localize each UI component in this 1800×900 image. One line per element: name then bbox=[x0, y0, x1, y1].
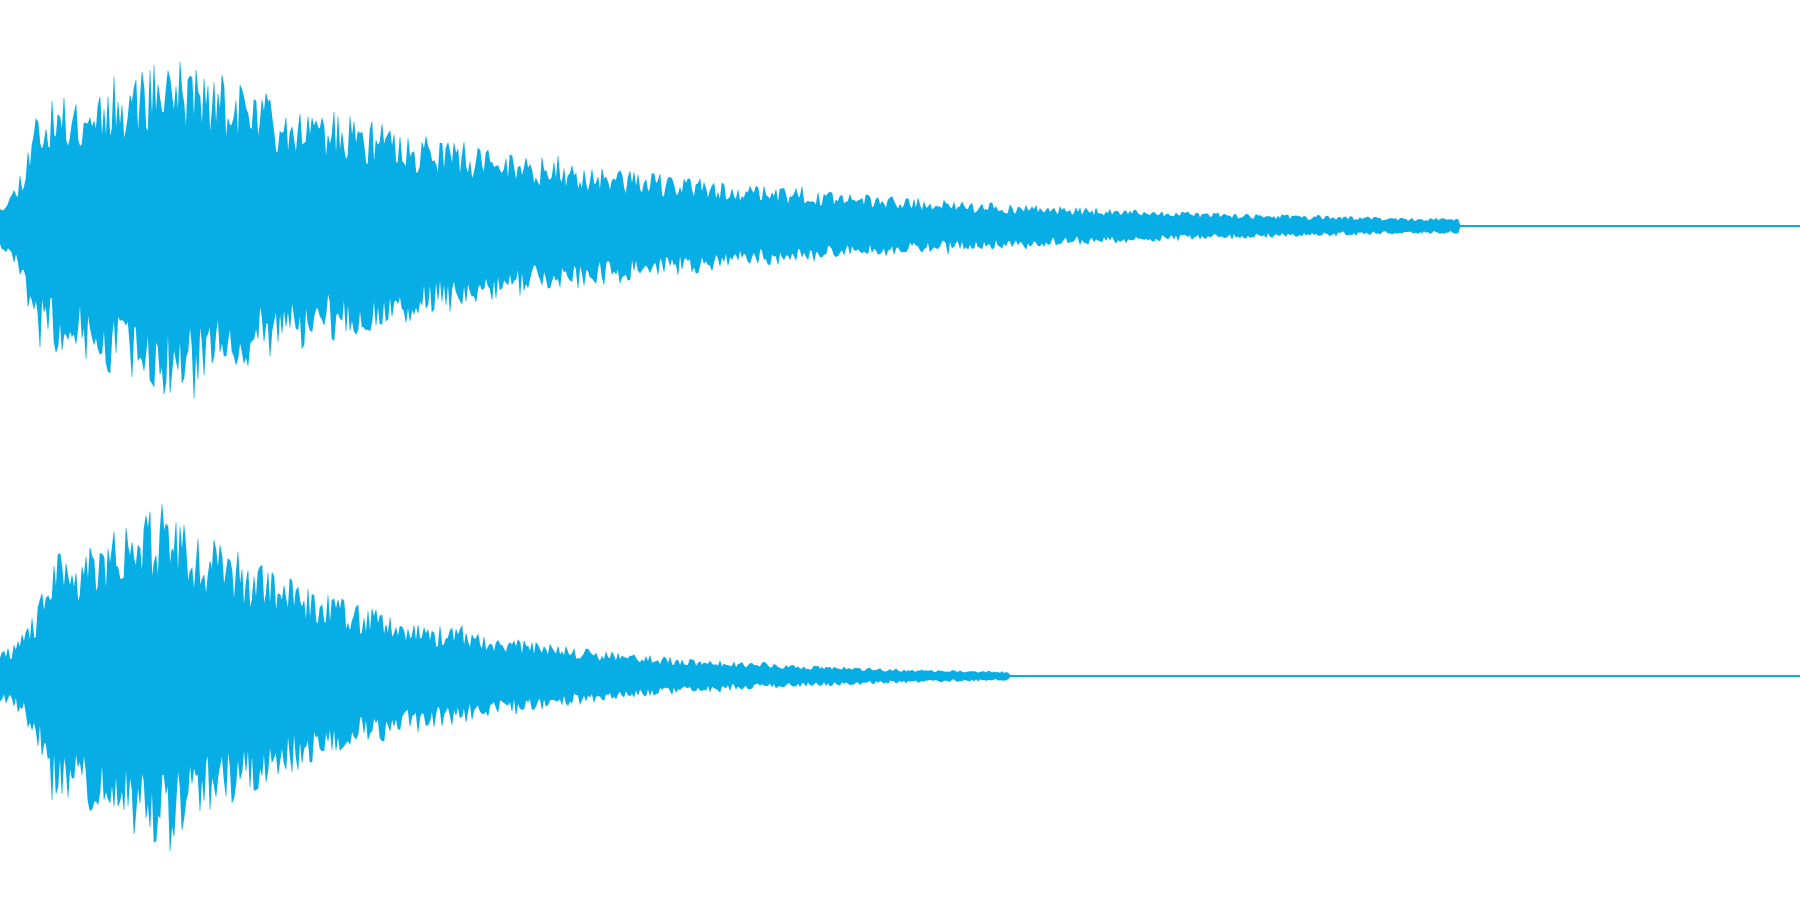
waveform-envelope-2 bbox=[0, 504, 1800, 852]
waveform-envelope-1 bbox=[0, 61, 1800, 399]
waveform-channel-2[interactable] bbox=[0, 504, 1800, 852]
waveform-channel-1[interactable] bbox=[0, 61, 1800, 399]
